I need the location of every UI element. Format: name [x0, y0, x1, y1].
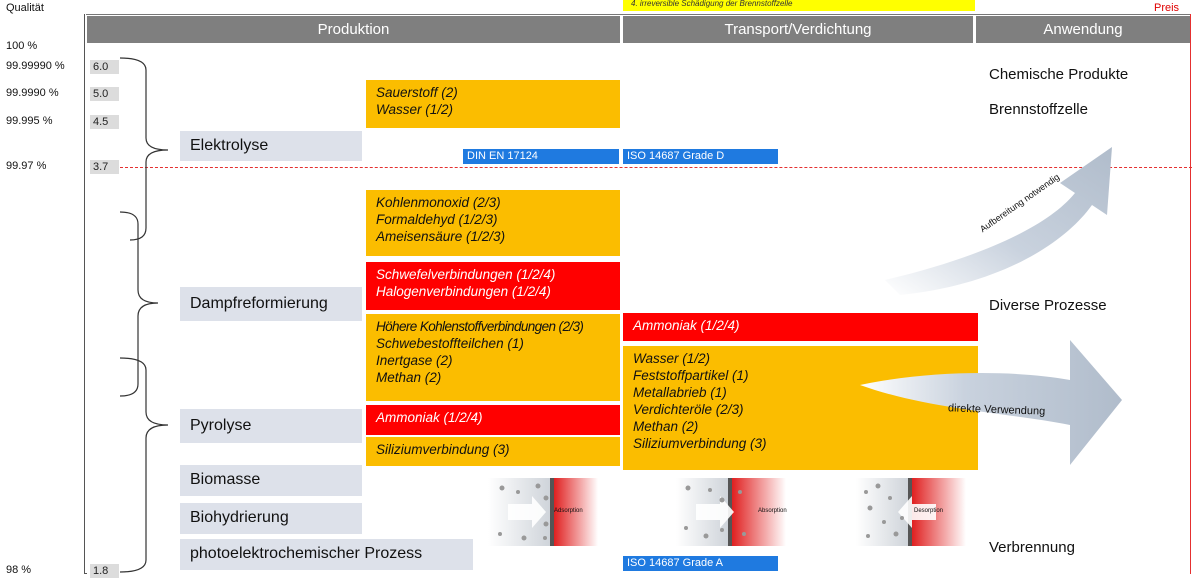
- impurity-item: Ammoniak (1/2/4): [633, 318, 740, 333]
- impurities-reforming-a: Kohlenmonoxid (2/3) Formaldehyd (1/2/3) …: [366, 190, 620, 256]
- impurity-item: Inertgase (2): [376, 353, 453, 368]
- grade-box-45: 4.5: [90, 115, 119, 129]
- impurity-item: Feststoffpartikel (1): [633, 368, 749, 383]
- impurity-item: Methan (2): [376, 370, 442, 385]
- standard-din: DIN EN 17124: [463, 149, 619, 164]
- impurities-reforming-b: Schwefelverbindungen (1/2/4) Halogenverb…: [366, 262, 620, 310]
- impurity-item: Schwebestoffteilchen (1): [376, 336, 524, 351]
- absorption-graphic: [676, 478, 786, 546]
- impurity-item: Siliziumverbindung (3): [633, 436, 767, 451]
- desorption-label: Desorption: [914, 508, 944, 514]
- impurity-item: Metallabrieb (1): [633, 385, 727, 400]
- grade-box-37: 3.7: [90, 160, 119, 174]
- header-production: Produktion: [87, 16, 620, 43]
- price-axis-line: [1190, 14, 1191, 574]
- grade-box-5: 5.0: [90, 87, 119, 101]
- impurities-electrolysis: Sauerstoff (2) Wasser (1/2): [366, 80, 620, 128]
- upper-arrow: [885, 147, 1112, 295]
- application-chemische-produkte: Chemische Produkte: [989, 66, 1129, 83]
- process-elektrolyse: Elektrolyse: [180, 131, 362, 161]
- absorption-label: Absorption: [758, 508, 787, 514]
- impurity-item: Siliziumverbindung (3): [376, 442, 510, 457]
- price-label: Preis: [1154, 2, 1180, 14]
- application-diverse-prozesse: Diverse Prozesse: [989, 297, 1107, 314]
- flow-arrows: [860, 147, 1122, 465]
- impurity-item: Ammoniak (1/2/4): [376, 410, 483, 425]
- impurity-item: Wasser (1/2): [633, 351, 711, 366]
- process-dampfreformierung: Dampfreformierung: [180, 287, 362, 321]
- grade-box-6: 6.0: [90, 60, 119, 74]
- header-transport: Transport/Verdichtung: [623, 16, 973, 43]
- adsorption-graphic: [488, 478, 598, 546]
- process-biohydrierung: Biohydrierung: [180, 503, 362, 534]
- impurity-item: Methan (2): [633, 419, 699, 434]
- grade-box-18: 1.8: [90, 564, 119, 578]
- purity-label-45: 99.995 %: [6, 115, 53, 127]
- purity-label-6: 99.99990 %: [6, 60, 65, 72]
- purity-label-37: 99.97 %: [6, 160, 47, 172]
- impurity-item: Formaldehyd (1/2/3): [376, 212, 498, 227]
- header-top-line: [86, 14, 1190, 15]
- purity-label-5: 99.9990 %: [6, 87, 59, 99]
- purity-label-98: 98 %: [6, 564, 32, 576]
- damage-note: 4. irreversible Schädigung der Brennstof…: [623, 0, 975, 11]
- impurity-item: Kohlenmonoxid (2/3): [376, 195, 501, 210]
- desorption-illustration: Desorption: [856, 478, 966, 546]
- transport-impurities-orange: Wasser (1/2) Feststoffpartikel (1) Metal…: [623, 346, 978, 470]
- y-axis-line: [84, 14, 85, 574]
- desorption-graphic: [856, 478, 966, 546]
- transport-impurities-red: Ammoniak (1/2/4): [623, 313, 978, 341]
- lower-arrow: [860, 340, 1122, 465]
- impurity-item: Halogenverbindungen (1/2/4): [376, 284, 551, 299]
- application-verbrennung: Verbrennung: [989, 539, 1075, 556]
- impurities-reforming-c: Höhere Kohlenstoffverbindungen (2/3) Sch…: [366, 314, 620, 401]
- adsorption-label: Adsorption: [554, 508, 583, 514]
- impurity-item: Verdichteröle (2/3): [633, 402, 744, 417]
- absorption-illustration: Absorption: [676, 478, 787, 546]
- purity-label-100: 100 %: [6, 40, 38, 52]
- header-application: Anwendung: [976, 16, 1190, 43]
- process-photoelektrochemisch: photoelektrochemischer Prozess: [180, 539, 473, 570]
- impurity-item: Wasser (1/2): [376, 102, 454, 117]
- standard-iso-d: ISO 14687 Grade D: [623, 149, 778, 164]
- process-biomasse: Biomasse: [180, 465, 362, 496]
- x-axis-stub: [84, 573, 87, 574]
- impurities-pyrolysis-b: Siliziumverbindung (3): [366, 437, 620, 466]
- impurity-item: Ameisensäure (1/2/3): [376, 229, 506, 244]
- application-brennstoffzelle: Brennstoffzelle: [989, 101, 1088, 118]
- impurity-item: Höhere Kohlenstoffverbindungen (2/3): [376, 319, 584, 334]
- process-pyrolyse: Pyrolyse: [180, 409, 362, 443]
- adsorption-illustration: Adsorption: [488, 478, 598, 546]
- impurity-item: Schwefelverbindungen (1/2/4): [376, 267, 556, 282]
- y-axis-title: Qualität: [6, 2, 44, 14]
- impurity-item: Sauerstoff (2): [376, 85, 458, 100]
- standard-iso-a: ISO 14687 Grade A: [623, 556, 778, 571]
- impurities-pyrolysis-a: Ammoniak (1/2/4): [366, 405, 620, 435]
- purity-threshold-line: [120, 167, 1192, 168]
